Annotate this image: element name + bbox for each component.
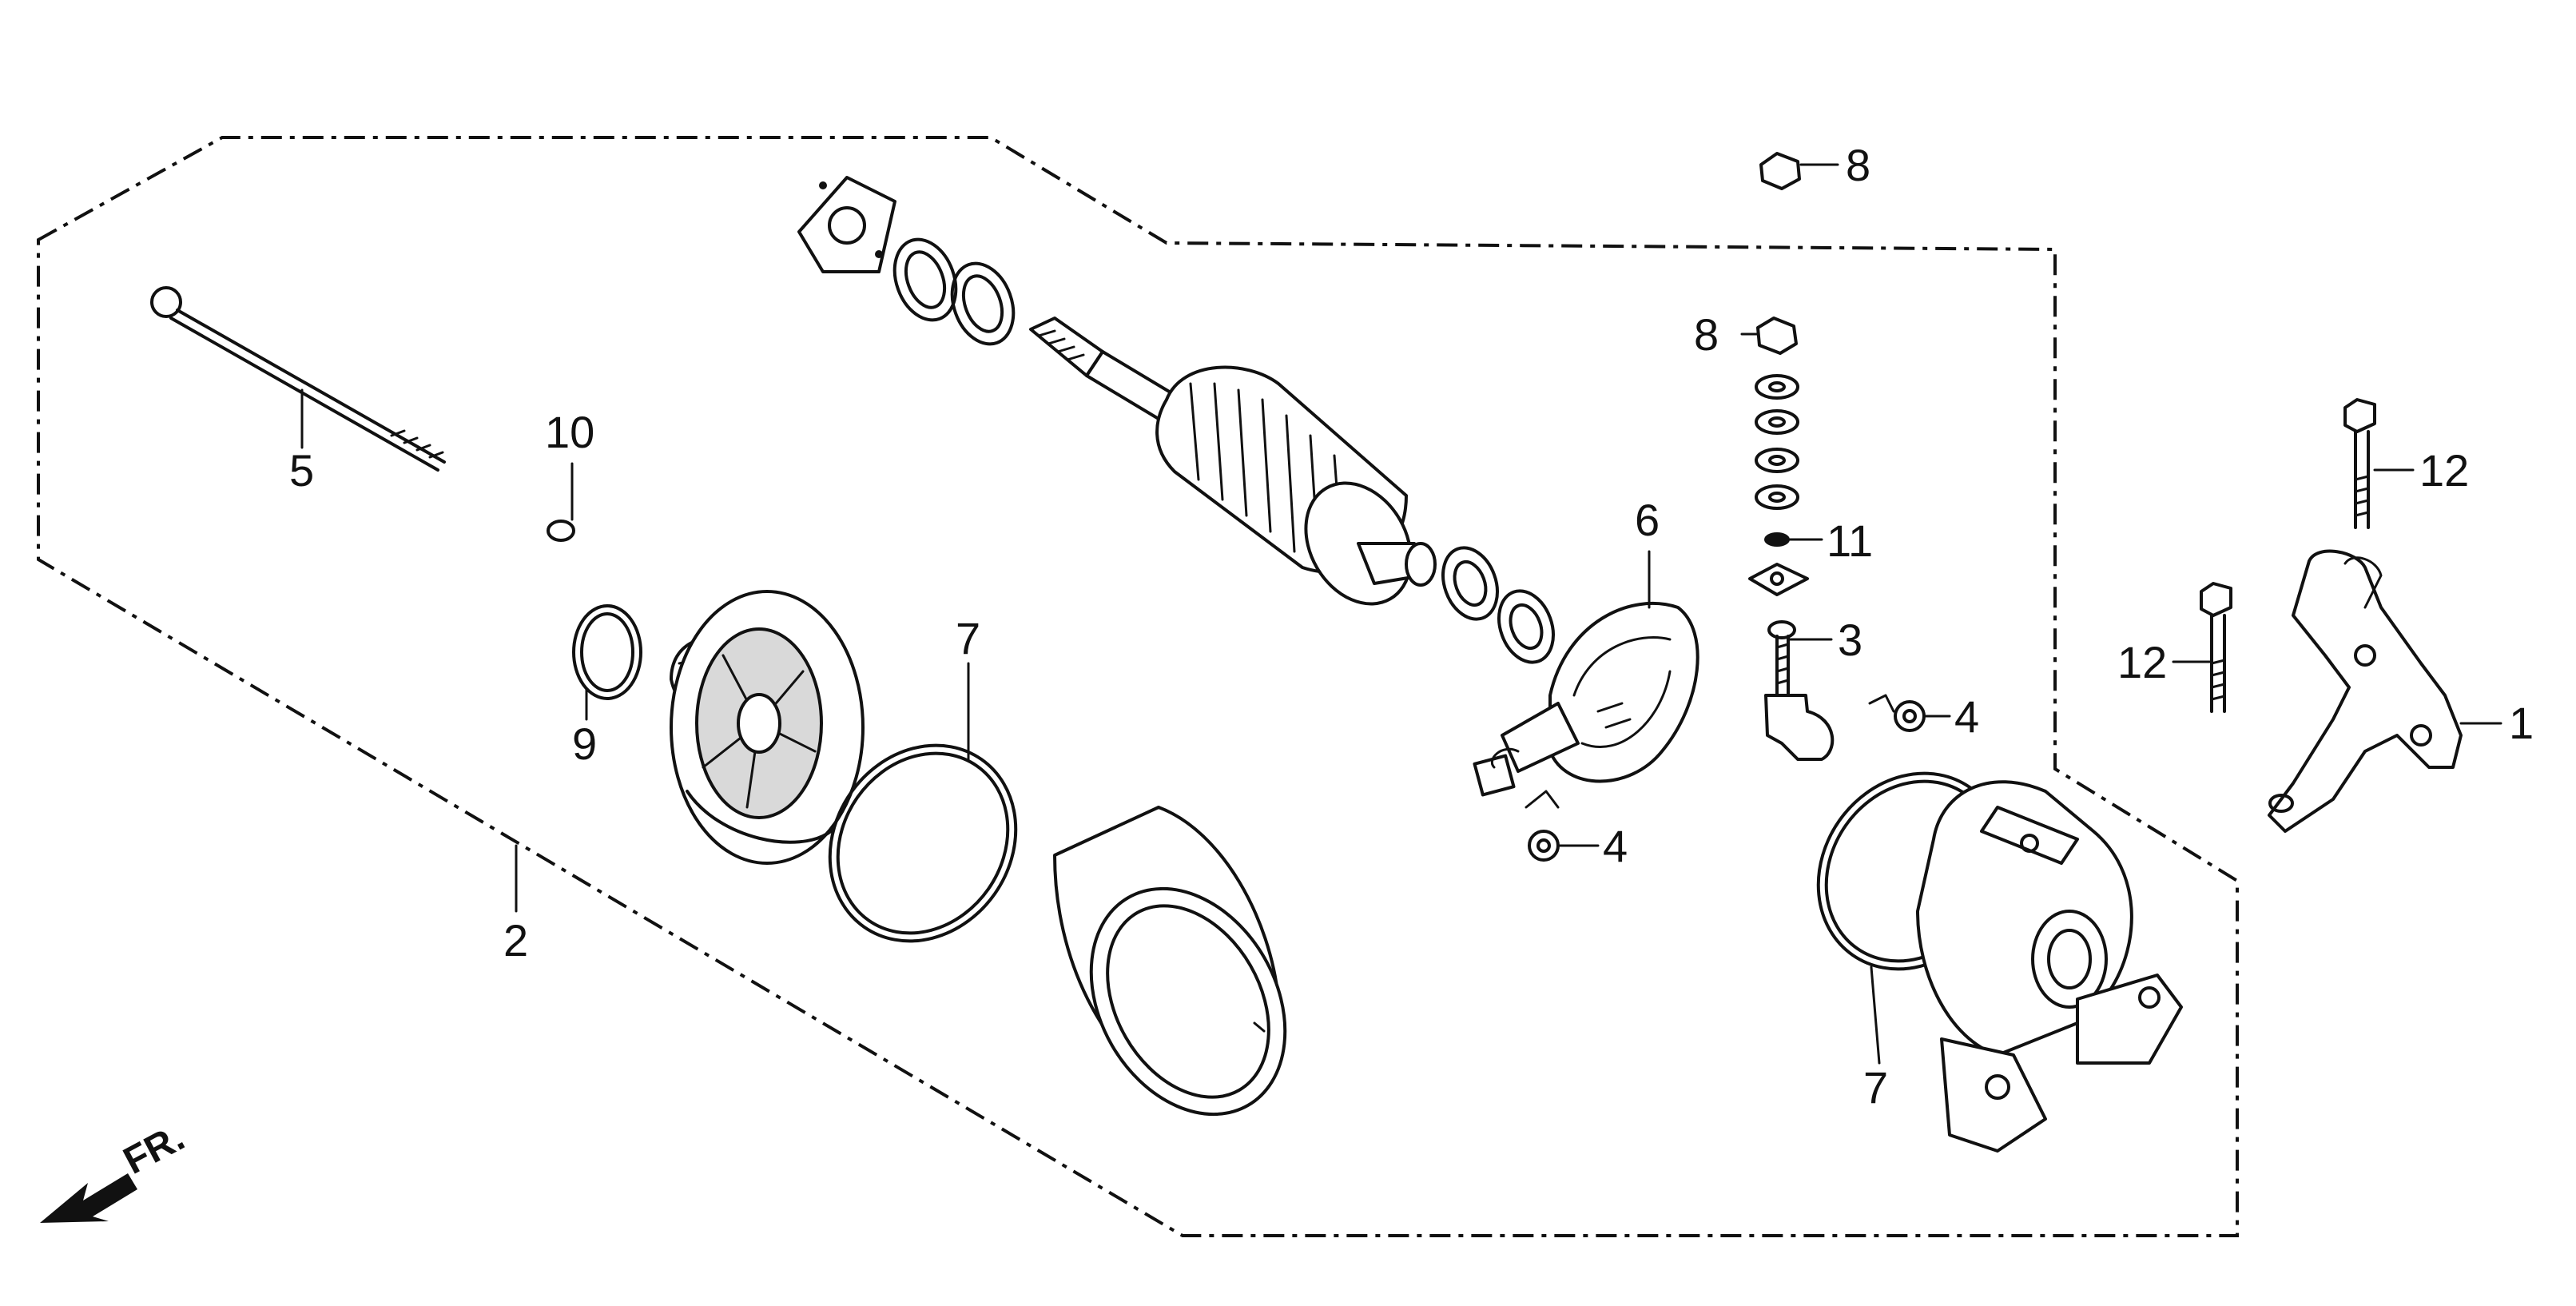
armature-part bbox=[1029, 317, 1437, 606]
callout-4-upper: 4 bbox=[1954, 691, 1979, 742]
terminal-bolt-part bbox=[1764, 620, 1835, 761]
brush-holder-part bbox=[1473, 602, 1699, 797]
motor-yoke-part bbox=[1053, 806, 1287, 1117]
callout-2: 2 bbox=[503, 915, 528, 966]
callout-7-left: 7 bbox=[956, 613, 980, 663]
front-o-ring-part bbox=[572, 604, 642, 700]
callout-3: 3 bbox=[1838, 615, 1862, 665]
rear-cover-part bbox=[1816, 771, 2183, 1153]
callout-6: 6 bbox=[1635, 495, 1660, 545]
mounting-bolt-part-upper bbox=[2343, 398, 2376, 529]
callout-12-upper: 12 bbox=[2419, 445, 2469, 496]
callout-8-top: 8 bbox=[1846, 140, 1870, 190]
armature-plate-part bbox=[797, 176, 896, 273]
mounting-bolt-part-lower bbox=[2200, 582, 2232, 713]
callout-9: 9 bbox=[572, 719, 597, 769]
brush-spring-part-lower bbox=[1525, 790, 1560, 862]
leader-lines bbox=[300, 163, 2502, 1065]
front-cover-part bbox=[670, 590, 865, 865]
front-label: FR. bbox=[117, 1117, 191, 1183]
small-o-ring-part bbox=[547, 520, 575, 542]
assembly-boundary bbox=[37, 136, 2239, 1237]
starter-bracket-part bbox=[2268, 549, 2463, 833]
terminal-hardware-stack bbox=[1748, 317, 1809, 596]
callout-12-lower: 12 bbox=[2117, 637, 2167, 687]
callout-5: 5 bbox=[289, 445, 314, 496]
through-bolt-part bbox=[150, 286, 446, 472]
front-direction-indicator: FR. bbox=[40, 1117, 191, 1223]
callout-11: 11 bbox=[1827, 516, 1873, 566]
callout-10: 10 bbox=[545, 407, 594, 457]
front-arrow-icon bbox=[40, 1173, 137, 1223]
rear-washer-part bbox=[1441, 546, 1555, 664]
nut-part-upper bbox=[1759, 152, 1801, 190]
brush-spring-part-upper bbox=[1868, 694, 1926, 732]
callout-4-lower: 4 bbox=[1603, 821, 1628, 871]
thrust-washer-part bbox=[892, 237, 1016, 346]
callout-8-stack: 8 bbox=[1694, 309, 1719, 360]
large-o-ring-part bbox=[828, 743, 1018, 943]
callout-1: 1 bbox=[2509, 698, 2534, 748]
callout-7-right: 7 bbox=[1863, 1062, 1888, 1113]
